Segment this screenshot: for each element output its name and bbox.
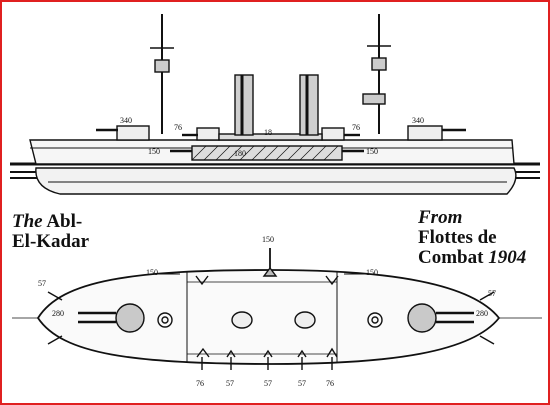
title-line2: El-Kadar — [12, 231, 90, 252]
armor-belt — [191, 145, 343, 161]
source-line3-b: 1904 — [488, 247, 527, 268]
label-bottom-2: 57 — [226, 379, 234, 388]
funnel-fore — [234, 74, 254, 136]
title-line1: Abl- — [46, 211, 83, 232]
plan-view — [12, 248, 542, 370]
turret-fore — [115, 303, 145, 333]
source-line3-a: Combat — [418, 247, 484, 268]
label-top-center: 150 — [262, 235, 274, 244]
label-bottom-3: 57 — [264, 379, 272, 388]
ship-name-caption: The Abl- El-Kadar — [12, 212, 89, 252]
label-top-right: 150 — [366, 268, 378, 277]
label-sec-fwd: 76 — [174, 123, 182, 132]
source-caption: From Flottes de Combat 1904 — [418, 208, 526, 268]
label-stern-gun: 280 — [476, 309, 488, 318]
label-deck-mid: 18 — [264, 128, 272, 137]
label-bottom-5: 76 — [326, 379, 334, 388]
label-gun-fwd: 340 — [120, 116, 132, 125]
label-bottom-1: 76 — [196, 379, 204, 388]
label-bottom-4: 57 — [298, 379, 306, 388]
label-belt-fwd: 150 — [148, 147, 160, 156]
label-gun-aft: 340 — [412, 116, 424, 125]
label-belt-mid: 180 — [234, 149, 246, 158]
title-prefix: The — [12, 211, 43, 232]
label-top-left: 150 — [146, 268, 158, 277]
funnel-aft — [299, 74, 319, 136]
profile-numbers: 340 340 76 76 150 180 150 18 — [120, 116, 424, 158]
profile-guns — [96, 128, 466, 153]
plan-numbers: 150 150 150 280 280 57 57 76 57 57 57 76 — [38, 235, 496, 388]
label-bow-gun: 280 — [52, 309, 64, 318]
source-line2: Flottes de — [418, 227, 497, 248]
label-sec-aft: 76 — [352, 123, 360, 132]
side-profile — [10, 14, 540, 195]
label-belt-aft: 150 — [366, 147, 378, 156]
label-right-far: 57 — [488, 289, 496, 298]
label-left-far: 57 — [38, 279, 46, 288]
turret-aft — [407, 303, 437, 333]
source-prefix: From — [418, 207, 463, 228]
